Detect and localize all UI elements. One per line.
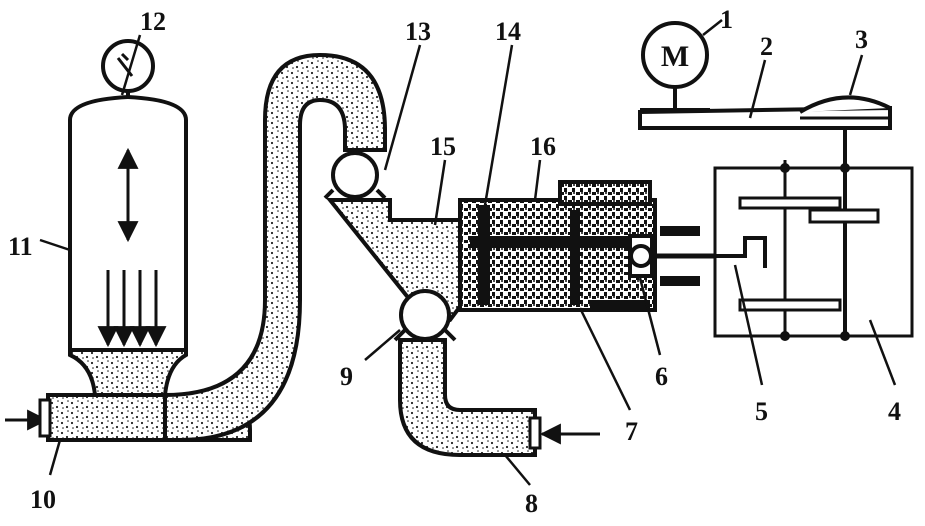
- label-6: 6: [655, 362, 668, 391]
- separator-vessel: [68, 94, 188, 397]
- crosshead: [628, 226, 715, 286]
- belt-drive: [638, 95, 892, 130]
- label-5: 5: [755, 397, 768, 426]
- label-9: 9: [340, 362, 353, 391]
- label-7: 7: [625, 417, 638, 446]
- label-15: 15: [430, 132, 456, 161]
- pressure-gauge: [101, 39, 155, 97]
- leader-lines: [39, 19, 897, 486]
- label-14: 14: [495, 17, 521, 46]
- label-8: 8: [525, 489, 538, 518]
- label-12: 12: [140, 7, 166, 36]
- valve-upper: [323, 151, 387, 200]
- transport-hose: [163, 52, 387, 442]
- drive-motor: M: [640, 21, 710, 118]
- label-11: 11: [8, 232, 33, 261]
- label-16: 16: [530, 132, 556, 161]
- pump-body: [458, 180, 657, 312]
- motor-symbol: M: [661, 40, 689, 73]
- label-3: 3: [855, 25, 868, 54]
- gearbox: [713, 130, 914, 341]
- label-10: 10: [30, 485, 56, 514]
- label-4: 4: [888, 397, 901, 426]
- part-labels: 1 2 3 4 5 6 7 8 9 10 11 12 13 14 15 16: [8, 5, 901, 518]
- label-1: 1: [720, 5, 733, 34]
- label-13: 13: [405, 17, 431, 46]
- label-2: 2: [760, 32, 773, 61]
- inlet-pipe-lower: [398, 338, 600, 457]
